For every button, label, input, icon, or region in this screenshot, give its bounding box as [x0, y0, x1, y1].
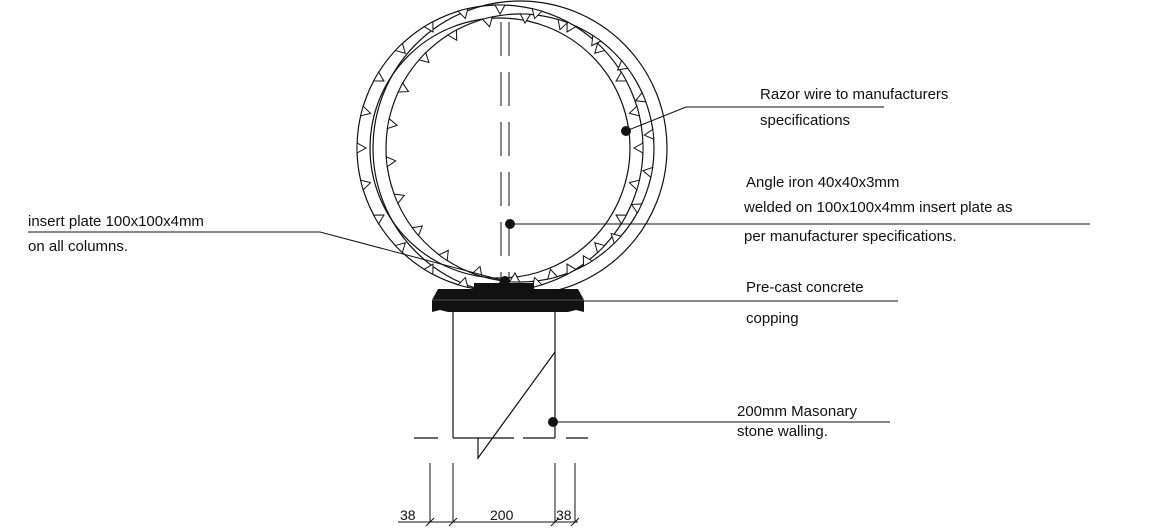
- angle-iron-label-3: per manufacturer specifications.: [744, 228, 957, 245]
- razor-barb: [641, 166, 654, 179]
- razor-barb: [411, 225, 424, 237]
- razor-coil-outer-right: [372, 0, 668, 296]
- razor-barb: [615, 71, 628, 82]
- razor-barb: [494, 4, 506, 16]
- razor-barb: [615, 214, 628, 225]
- razor-barb: [566, 20, 577, 33]
- razor-barb: [628, 179, 641, 191]
- razor-barb: [423, 20, 434, 33]
- razor-coil-inner-left: [369, 17, 631, 279]
- razor-barb: [393, 193, 406, 205]
- razor-barb: [531, 7, 543, 20]
- razor-barb: [582, 254, 594, 267]
- razor-barb: [359, 105, 372, 117]
- razor-barb: [566, 263, 577, 276]
- razor-barb: [519, 13, 532, 25]
- razor-barb: [394, 42, 406, 54]
- razor-barb: [628, 105, 641, 117]
- razor-barb: [547, 268, 559, 280]
- razor-barb: [643, 128, 655, 141]
- razor-barb: [359, 179, 372, 191]
- razor-barb: [385, 155, 397, 168]
- razor-barbs: [356, 4, 655, 292]
- razor-barb: [417, 51, 430, 64]
- razor-barb: [397, 82, 410, 93]
- razor-barb: [508, 271, 521, 283]
- razor-wire-label-2: specifications: [760, 112, 850, 129]
- razor-barb: [481, 16, 493, 28]
- razor-barb: [610, 232, 623, 245]
- angle-iron-post: [500, 22, 510, 282]
- leader-angle-iron: [505, 219, 1090, 229]
- razor-barb: [634, 91, 647, 103]
- angle-iron-label-1: Angle iron 40x40x3mm: [746, 174, 899, 191]
- razor-barb: [632, 142, 644, 154]
- razor-barb: [457, 276, 469, 289]
- dimension-middle: 200: [490, 507, 514, 523]
- razor-barb: [386, 117, 399, 130]
- leader-razor-wire: [621, 106, 884, 136]
- razor-barb: [594, 242, 606, 254]
- dimension-right: 38: [556, 507, 572, 523]
- razor-barb: [616, 59, 629, 71]
- razor-wire-coils: [356, 0, 668, 296]
- dimension-left: 38: [400, 507, 416, 523]
- razor-barb: [423, 263, 434, 276]
- angle-iron-label-2: welded on 100x100x4mm insert plate as: [743, 199, 1013, 216]
- insert-plate-label-2: on all columns.: [28, 238, 128, 255]
- coping-label-2: copping: [746, 310, 799, 327]
- concrete-coping: [432, 289, 584, 312]
- razor-barb: [594, 42, 606, 54]
- razor-barb: [372, 71, 385, 82]
- coping-label-1: Pre-cast concrete: [746, 279, 864, 296]
- wall-label-2: stone walling.: [737, 423, 828, 440]
- razor-barb: [356, 142, 368, 154]
- leader-wall: [548, 417, 890, 427]
- razor-barb: [438, 249, 449, 262]
- razor-barb: [372, 214, 385, 225]
- insert-plate: [474, 283, 534, 289]
- dimension-lines: [398, 463, 580, 527]
- razor-barb: [446, 29, 458, 42]
- razor-wire-label-1: Razor wire to manufacturers: [760, 86, 948, 103]
- razor-barb: [591, 34, 602, 47]
- leader-insert-plate: [28, 231, 510, 286]
- wall-label-1: 200mm Masonary: [737, 403, 858, 420]
- masonry-wall: [414, 312, 588, 460]
- razor-barb: [457, 7, 469, 20]
- insert-plate-label-1: insert plate 100x100x4mm: [28, 213, 204, 230]
- razor-barb: [630, 203, 643, 214]
- razor-barb: [531, 276, 543, 289]
- razor-barb: [557, 18, 569, 31]
- razor-barb: [394, 242, 406, 254]
